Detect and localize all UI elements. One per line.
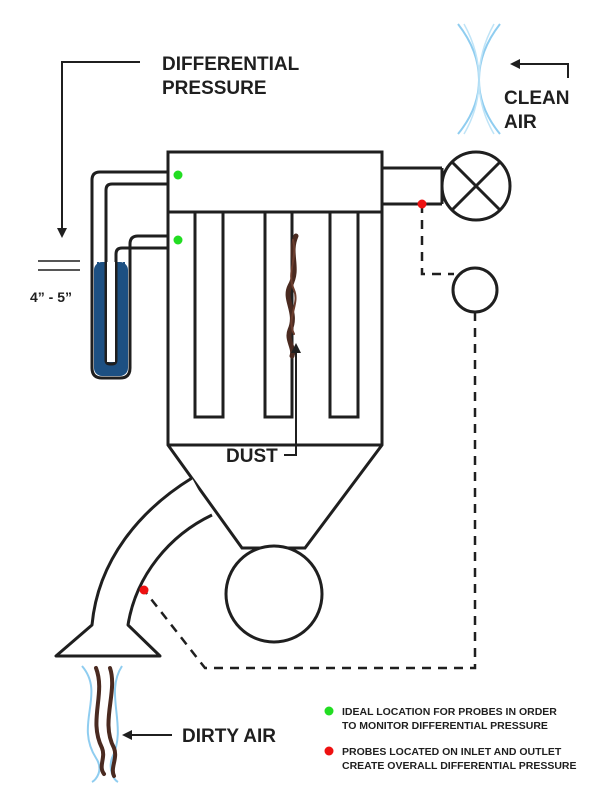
clean-air-label-line2: AIR [504, 112, 537, 133]
legend: IDEAL LOCATION FOR PROBES IN ORDER TO MO… [324, 706, 577, 772]
dust-trace-detail [290, 239, 297, 335]
legend-overall-dot [324, 746, 334, 756]
sensor-line [143, 204, 477, 670]
clean-air-label-line1: CLEAN [504, 88, 569, 109]
dust-label: DUST [226, 446, 278, 467]
legend-overall-line2: CREATE OVERALL DIFFERENTIAL PRESSURE [342, 760, 577, 772]
probe-ideal-upper [173, 170, 183, 180]
differential-pressure-arrow [57, 61, 140, 238]
clean-air-stream [457, 23, 501, 135]
dirty-air-label: DIRTY AIR [182, 726, 276, 747]
fan-icon [440, 150, 512, 222]
outlet-duct [382, 166, 444, 206]
legend-ideal-line1: IDEAL LOCATION FOR PROBES IN ORDER [342, 706, 557, 718]
legend-ideal-dot [324, 706, 334, 716]
manometer [90, 170, 168, 380]
probe-outlet [417, 199, 427, 209]
legend-overall-line1: PROBES LOCATED ON INLET AND OUTLET [342, 746, 562, 758]
differential-label-line1: DIFFERENTIAL [162, 54, 300, 75]
gauge-range-label: 4” - 5” [30, 289, 72, 305]
probe-ideal-lower [173, 235, 183, 245]
inlet-duct [54, 476, 213, 658]
rotary-valve [224, 544, 324, 644]
differential-label-line2: PRESSURE [162, 78, 267, 99]
probe-inlet [139, 585, 149, 595]
dirty-air-stream [81, 665, 123, 783]
pressure-sensor [451, 266, 499, 314]
clean-air-arrow [510, 59, 569, 78]
dust-arrow [284, 343, 301, 456]
legend-ideal-line2: TO MONITOR DIFFERENTIAL PRESSURE [342, 720, 548, 732]
